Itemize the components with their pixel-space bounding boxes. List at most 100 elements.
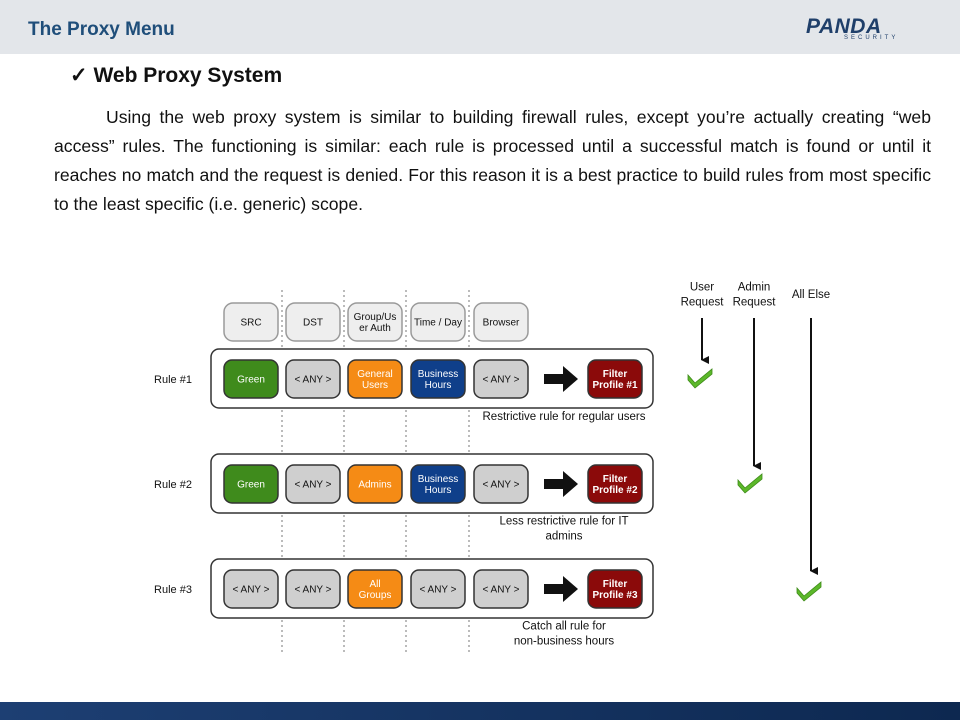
rule-label: Rule #3 [154, 584, 192, 596]
rule-group-label-line: Admins [358, 480, 391, 491]
rule-group-label-line: Groups [359, 590, 392, 601]
rule-time-label-line: < ANY > [419, 585, 456, 596]
request-label: All Else [792, 289, 830, 301]
filter-profile-label-line: Filter [603, 369, 628, 380]
column-header-label-line: Time / Day [414, 318, 462, 329]
filter-profile-label-line: Profile #3 [592, 590, 637, 601]
rule-group-box [347, 359, 403, 399]
rule-dst-label: < ANY > [294, 480, 331, 491]
footer-bar [0, 702, 960, 720]
column-header-label-line: SRC [240, 318, 261, 329]
rule-browser-box [473, 464, 529, 504]
rule-time-box [410, 569, 466, 609]
request-label-line: Admin [738, 282, 771, 294]
rule-browser-label-line: < ANY > [482, 375, 519, 386]
rule-group-label-line: General [357, 369, 393, 380]
rule-label-line: Rule #2 [154, 479, 192, 491]
rule-note: Restrictive rule for regular users [483, 411, 646, 423]
rule-src-label: Green [237, 480, 265, 491]
rule-note: Catch all rule for non-business hours [514, 621, 615, 648]
filter-profile-label-line: Profile #2 [592, 485, 637, 496]
rule-time-box [410, 359, 466, 399]
logo-sub-text: SECURITY [844, 35, 899, 41]
column-header-box [347, 302, 403, 342]
rule-group-label: Admins [358, 480, 391, 491]
rule-dst-label-line: < ANY > [294, 375, 331, 386]
rule-dst-label: < ANY > [294, 375, 331, 386]
page-title: The Proxy Menu [28, 19, 175, 40]
rule-browser-label: < ANY > [482, 375, 519, 386]
rule-browser-label: < ANY > [482, 585, 519, 596]
rule-src-box [223, 569, 279, 609]
rule-browser-label-line: < ANY > [482, 480, 519, 491]
rule-label: Rule #2 [154, 479, 192, 491]
column-header-label: SRC [240, 318, 261, 329]
checkmark-icon: ✓ [70, 64, 88, 87]
rule-src-label-line: < ANY > [232, 585, 269, 596]
column-header-box [285, 302, 341, 342]
rule-src-label-line: Green [237, 480, 265, 491]
request-label-line: Request [733, 297, 777, 309]
rule-arrow-icon [544, 366, 578, 392]
column-header-label-line: DST [303, 318, 323, 329]
filter-profile-label-line: Filter [603, 474, 628, 485]
rule-time-box [410, 464, 466, 504]
rule-label-line: Rule #1 [154, 374, 192, 386]
rule-arrow-icon [544, 471, 578, 497]
column-header-label: Browser [483, 318, 520, 329]
column-header-label: DST [303, 318, 323, 329]
rule-src-label: < ANY > [232, 585, 269, 596]
panda-logo: PANDA SECURITY [806, 15, 912, 43]
match-check-icon [737, 473, 763, 494]
rule-src-label-line: Green [237, 375, 265, 386]
rule-note-line: Restrictive rule for regular users [483, 411, 646, 423]
column-header-box [473, 302, 529, 342]
request-label-line: User [690, 282, 714, 294]
rule-browser-label-line: < ANY > [482, 585, 519, 596]
rule-time-label-line: Hours [425, 380, 452, 391]
column-header-box [410, 302, 466, 342]
rule-note-line: non-business hours [514, 636, 615, 648]
rule-src-box [223, 359, 279, 399]
match-check-icon [687, 368, 713, 389]
rule-arrow-icon [544, 576, 578, 602]
rule-time-label-line: Business [418, 369, 459, 380]
section-title: ✓ Web Proxy System [70, 63, 282, 88]
body-paragraph: Using the web proxy system is similar to… [54, 107, 931, 214]
rule-browser-label: < ANY > [482, 480, 519, 491]
rule-src-box [223, 464, 279, 504]
rule-dst-label: < ANY > [294, 585, 331, 596]
rule-label-line: Rule #3 [154, 584, 192, 596]
filter-profile-label-line: Filter [603, 579, 628, 590]
header: The Proxy Menu PANDA SECURITY [0, 0, 960, 54]
column-header-label-line: Browser [483, 318, 520, 329]
section-title-text: Web Proxy System [93, 64, 283, 87]
rule-dst-box [285, 464, 341, 504]
rule-src-label: Green [237, 375, 265, 386]
request-label-line: Request [681, 297, 725, 309]
filter-profile-label-line: Profile #1 [592, 380, 637, 391]
rule-group-label-line: All [369, 579, 380, 590]
rule-label: Rule #1 [154, 374, 192, 386]
filter-profile-box [587, 569, 643, 609]
request-label-line: All Else [792, 289, 830, 301]
rule-note-line: Catch all rule for [522, 621, 606, 633]
match-check-icon [796, 581, 822, 602]
rule-dst-label-line: < ANY > [294, 480, 331, 491]
rule-dst-box [285, 359, 341, 399]
column-header-label: Time / Day [414, 318, 462, 329]
rule-group-box [347, 464, 403, 504]
